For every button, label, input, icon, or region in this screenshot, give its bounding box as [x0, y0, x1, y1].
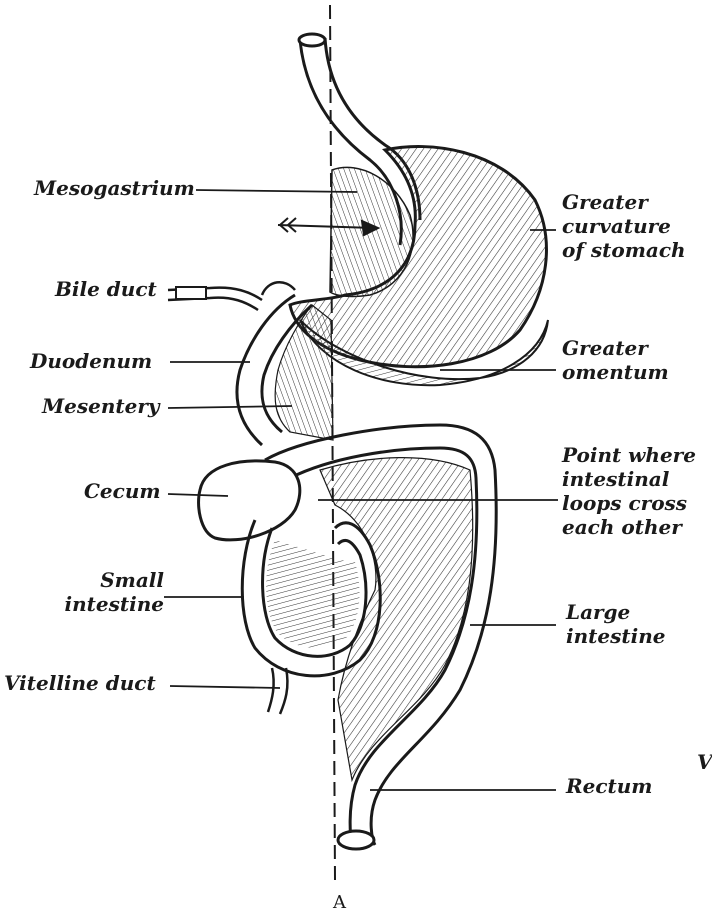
figure-letter-a: A	[333, 891, 346, 915]
label-large-intestine-line1: Large	[566, 600, 665, 624]
label-mesentery: Mesentery	[42, 394, 160, 418]
midline-axis	[330, 5, 335, 880]
label-greater-omentum-line2: omentum	[562, 360, 669, 384]
label-greater-curvature: Greater curvature of stomach	[562, 190, 686, 262]
label-small-intestine: Small intestine	[60, 568, 164, 616]
label-crossing-point: Point where intestinal loops cross each …	[562, 443, 696, 539]
rectum-opening	[338, 831, 374, 849]
label-crossing-point-line3: loops cross	[562, 491, 696, 515]
label-crossing-point-line1: Point where	[562, 443, 696, 467]
label-mesogastrium: Mesogastrium	[34, 176, 195, 200]
label-cecum: Cecum	[84, 479, 161, 503]
label-crossing-point-line2: intestinal	[562, 467, 696, 491]
label-large-intestine-line2: intestine	[566, 624, 665, 648]
vitelline-duct	[268, 668, 274, 712]
label-greater-curvature-line2: curvature	[562, 214, 686, 238]
arrow-icon	[278, 218, 378, 235]
label-vitelline-duct: Vitelline duct	[4, 671, 156, 695]
label-small-intestine-line2: intestine	[60, 592, 164, 616]
label-greater-omentum-line1: Greater	[562, 336, 669, 360]
label-crossing-point-line4: each other	[562, 515, 696, 539]
cecum	[199, 461, 300, 540]
mesentery-sheet	[275, 305, 333, 440]
label-rectum: Rectum	[566, 774, 652, 798]
label-small-intestine-line1: Small	[60, 568, 164, 592]
label-large-intestine: Large intestine	[566, 600, 665, 648]
label-greater-curvature-line1: Greater	[562, 190, 686, 214]
esophagus-opening	[299, 34, 325, 46]
edge-letter-v: V	[697, 750, 712, 774]
label-greater-curvature-line3: of stomach	[562, 238, 686, 262]
label-greater-omentum: Greater omentum	[562, 336, 669, 384]
label-bile-duct: Bile duct	[55, 277, 157, 301]
label-duodenum: Duodenum	[30, 349, 152, 373]
